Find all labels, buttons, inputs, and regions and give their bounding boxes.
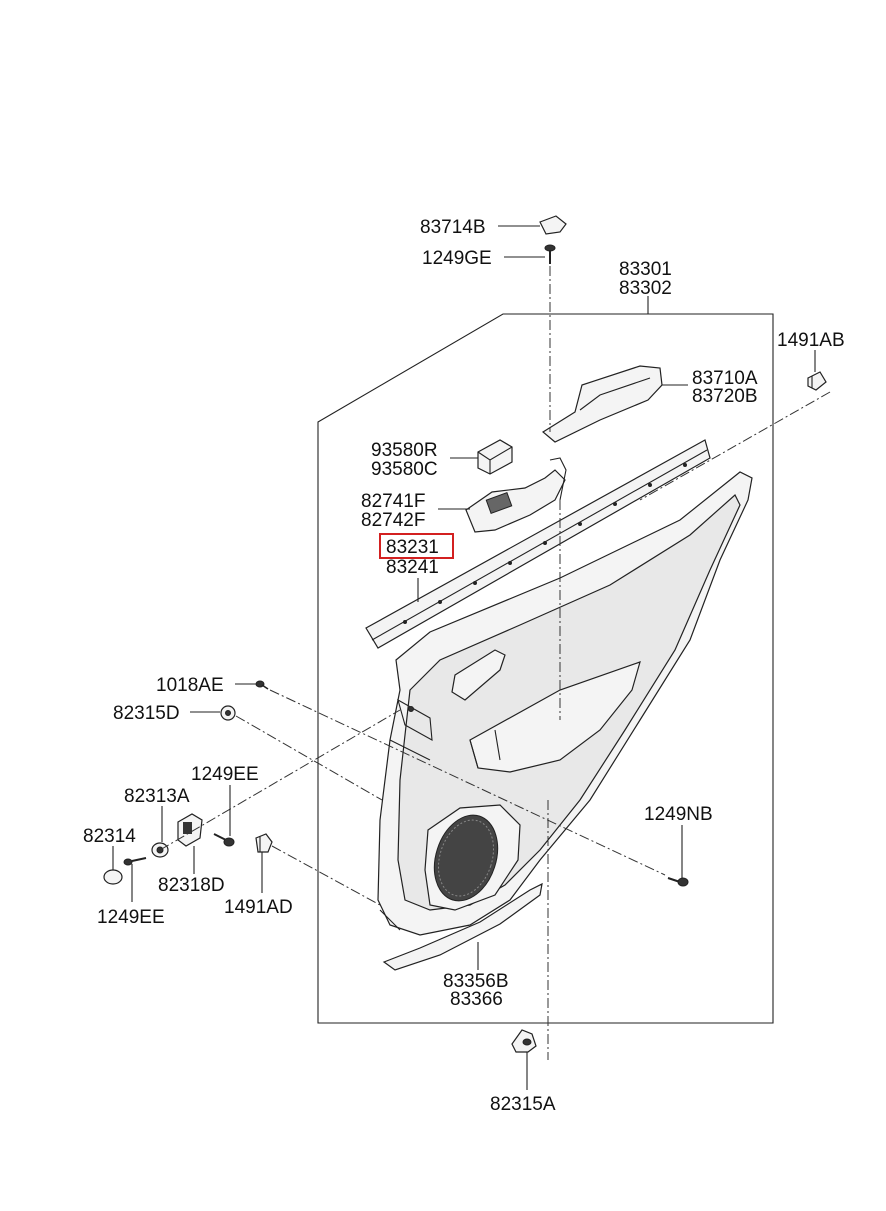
highlight-box-83231 (379, 533, 454, 559)
label-83241: 83241 (386, 557, 439, 578)
lower-strip (382, 882, 543, 971)
cap-82314 (103, 869, 123, 885)
screw-1249EE-bottom (123, 857, 147, 866)
speaker-grille (433, 814, 499, 902)
label-83231[interactable]: 83231 (386, 537, 439, 558)
label-1018AE: 1018AE (156, 675, 224, 696)
screw-1018AE (255, 680, 269, 690)
label-82315D: 82315D (113, 703, 180, 724)
label-83356B: 83356B (443, 971, 509, 992)
upper-garnish (541, 365, 663, 443)
assembly-lines (159, 266, 831, 1060)
label-1491AD: 1491AD (224, 897, 293, 918)
label-1249EE-bottom: 1249EE (97, 907, 165, 928)
cap-83714B (539, 215, 567, 235)
label-1249NB: 1249NB (644, 804, 713, 825)
clip-1491AD (255, 833, 273, 853)
label-82315A: 82315A (490, 1094, 556, 1115)
label-82741F: 82741F (361, 491, 425, 512)
label-83302: 83302 (619, 278, 672, 299)
label-1249GE: 1249GE (422, 248, 492, 269)
label-82314: 82314 (83, 826, 136, 847)
label-82313A: 82313A (124, 786, 190, 807)
label-83720B: 83720B (692, 386, 758, 407)
screw-1249GE (544, 244, 556, 264)
label-93580C: 93580C (371, 459, 438, 480)
assembly-boundary (317, 313, 774, 1024)
label-82742F: 82742F (361, 510, 425, 531)
label-82318D: 82318D (158, 875, 225, 896)
clip-1491AB (807, 371, 827, 391)
screw-1249EE-top (213, 833, 235, 847)
clip-82315A (511, 1029, 537, 1053)
label-1249EE-top: 1249EE (191, 764, 259, 785)
label-83366: 83366 (450, 989, 503, 1010)
weatherstrip (365, 439, 711, 649)
label-83301: 83301 (619, 259, 672, 280)
label-1491AB: 1491AB (777, 330, 845, 351)
label-83710A: 83710A (692, 368, 758, 389)
screw-1249NB (667, 877, 689, 887)
door-trim-panel (377, 471, 753, 936)
switch-panel (465, 469, 566, 533)
leader-lines (112, 225, 816, 1090)
label-93580R: 93580R (371, 440, 438, 461)
label-83714B: 83714B (420, 217, 486, 238)
clip-82315D (220, 705, 236, 721)
